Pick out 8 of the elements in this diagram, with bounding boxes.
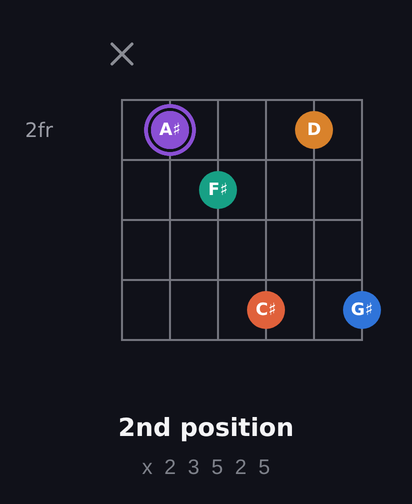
- note-dot: G♯: [343, 291, 381, 329]
- fret-sequence: x 2 3 5 2 5: [140, 457, 274, 478]
- note-dot: C♯: [247, 291, 285, 329]
- root-note-dot: A♯: [144, 104, 196, 156]
- note-dot: D: [295, 111, 333, 149]
- fret-number: 2fr: [25, 120, 53, 140]
- chord-title: 2nd position: [118, 415, 294, 440]
- note-dot: F♯: [199, 171, 237, 209]
